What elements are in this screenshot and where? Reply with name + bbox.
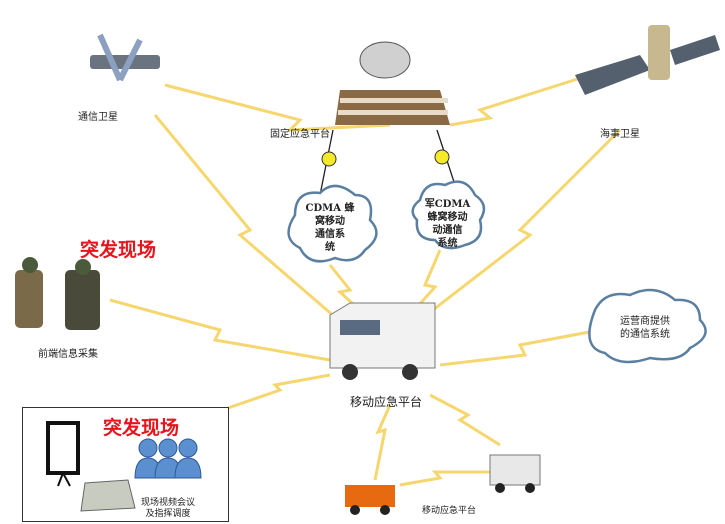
link-box-hub: [227, 373, 331, 410]
ambulance-icon: [329, 302, 436, 380]
military-cdma-cloud-icon: [411, 180, 486, 250]
clouds: [287, 180, 707, 364]
mobile-platform-label: 移动应急平台: [350, 395, 423, 409]
scene-title: 突发现场: [80, 239, 157, 261]
fixed-platform-label: 固定应急平台: [270, 129, 330, 140]
fixed-platform-icon: [335, 41, 450, 125]
van-icon: [489, 454, 541, 493]
carrier-cloud-text: 运营商提供的通信系统: [620, 316, 670, 340]
truck-icon: [345, 485, 395, 515]
maritime-satellite-icon: [575, 25, 720, 95]
connector-icons: [321, 149, 450, 167]
link-cloud2-hub: [408, 249, 442, 316]
telephone-icon: [80, 479, 136, 512]
link-soldiers-hub: [109, 298, 331, 362]
mobile-platform-small-label: 移动应急平台: [422, 506, 477, 516]
link-comm-satellite: [164, 83, 391, 132]
carrier-cloud-icon: [588, 288, 707, 364]
maritime-satellite-label: 海事卫星: [600, 129, 640, 140]
people-icon: [134, 438, 202, 479]
link-truck-hub: [373, 404, 392, 481]
link-satellite-hub: [153, 114, 351, 332]
link-carrier-hub: [439, 328, 601, 367]
soldiers-icon: [15, 257, 100, 330]
projector-screen-icon: [46, 421, 80, 475]
cdma-cloud-text: CDMA 蜂窝移动通信系统: [305, 203, 355, 253]
video-conference-label: 现场视频会议及指挥调度: [141, 498, 196, 519]
frontend-collection-label: 前端信息采集: [38, 349, 98, 360]
box-scene-title: 突发现场: [103, 417, 180, 439]
comm-satellite-icon: [90, 33, 160, 82]
cdma-cloud-icon: [287, 184, 378, 263]
conference-graphics: [46, 421, 202, 512]
comm-satellite-label: 通信卫星: [78, 112, 118, 123]
scene-video-conference-box: 突发现场 现场视频会议及指挥调度: [22, 407, 229, 522]
link-van-hub: [429, 393, 501, 447]
wireless-links: [109, 73, 622, 487]
link-maritime: [449, 73, 591, 127]
link-maritime-hub: [419, 128, 622, 322]
link-truck-van: [399, 470, 495, 487]
